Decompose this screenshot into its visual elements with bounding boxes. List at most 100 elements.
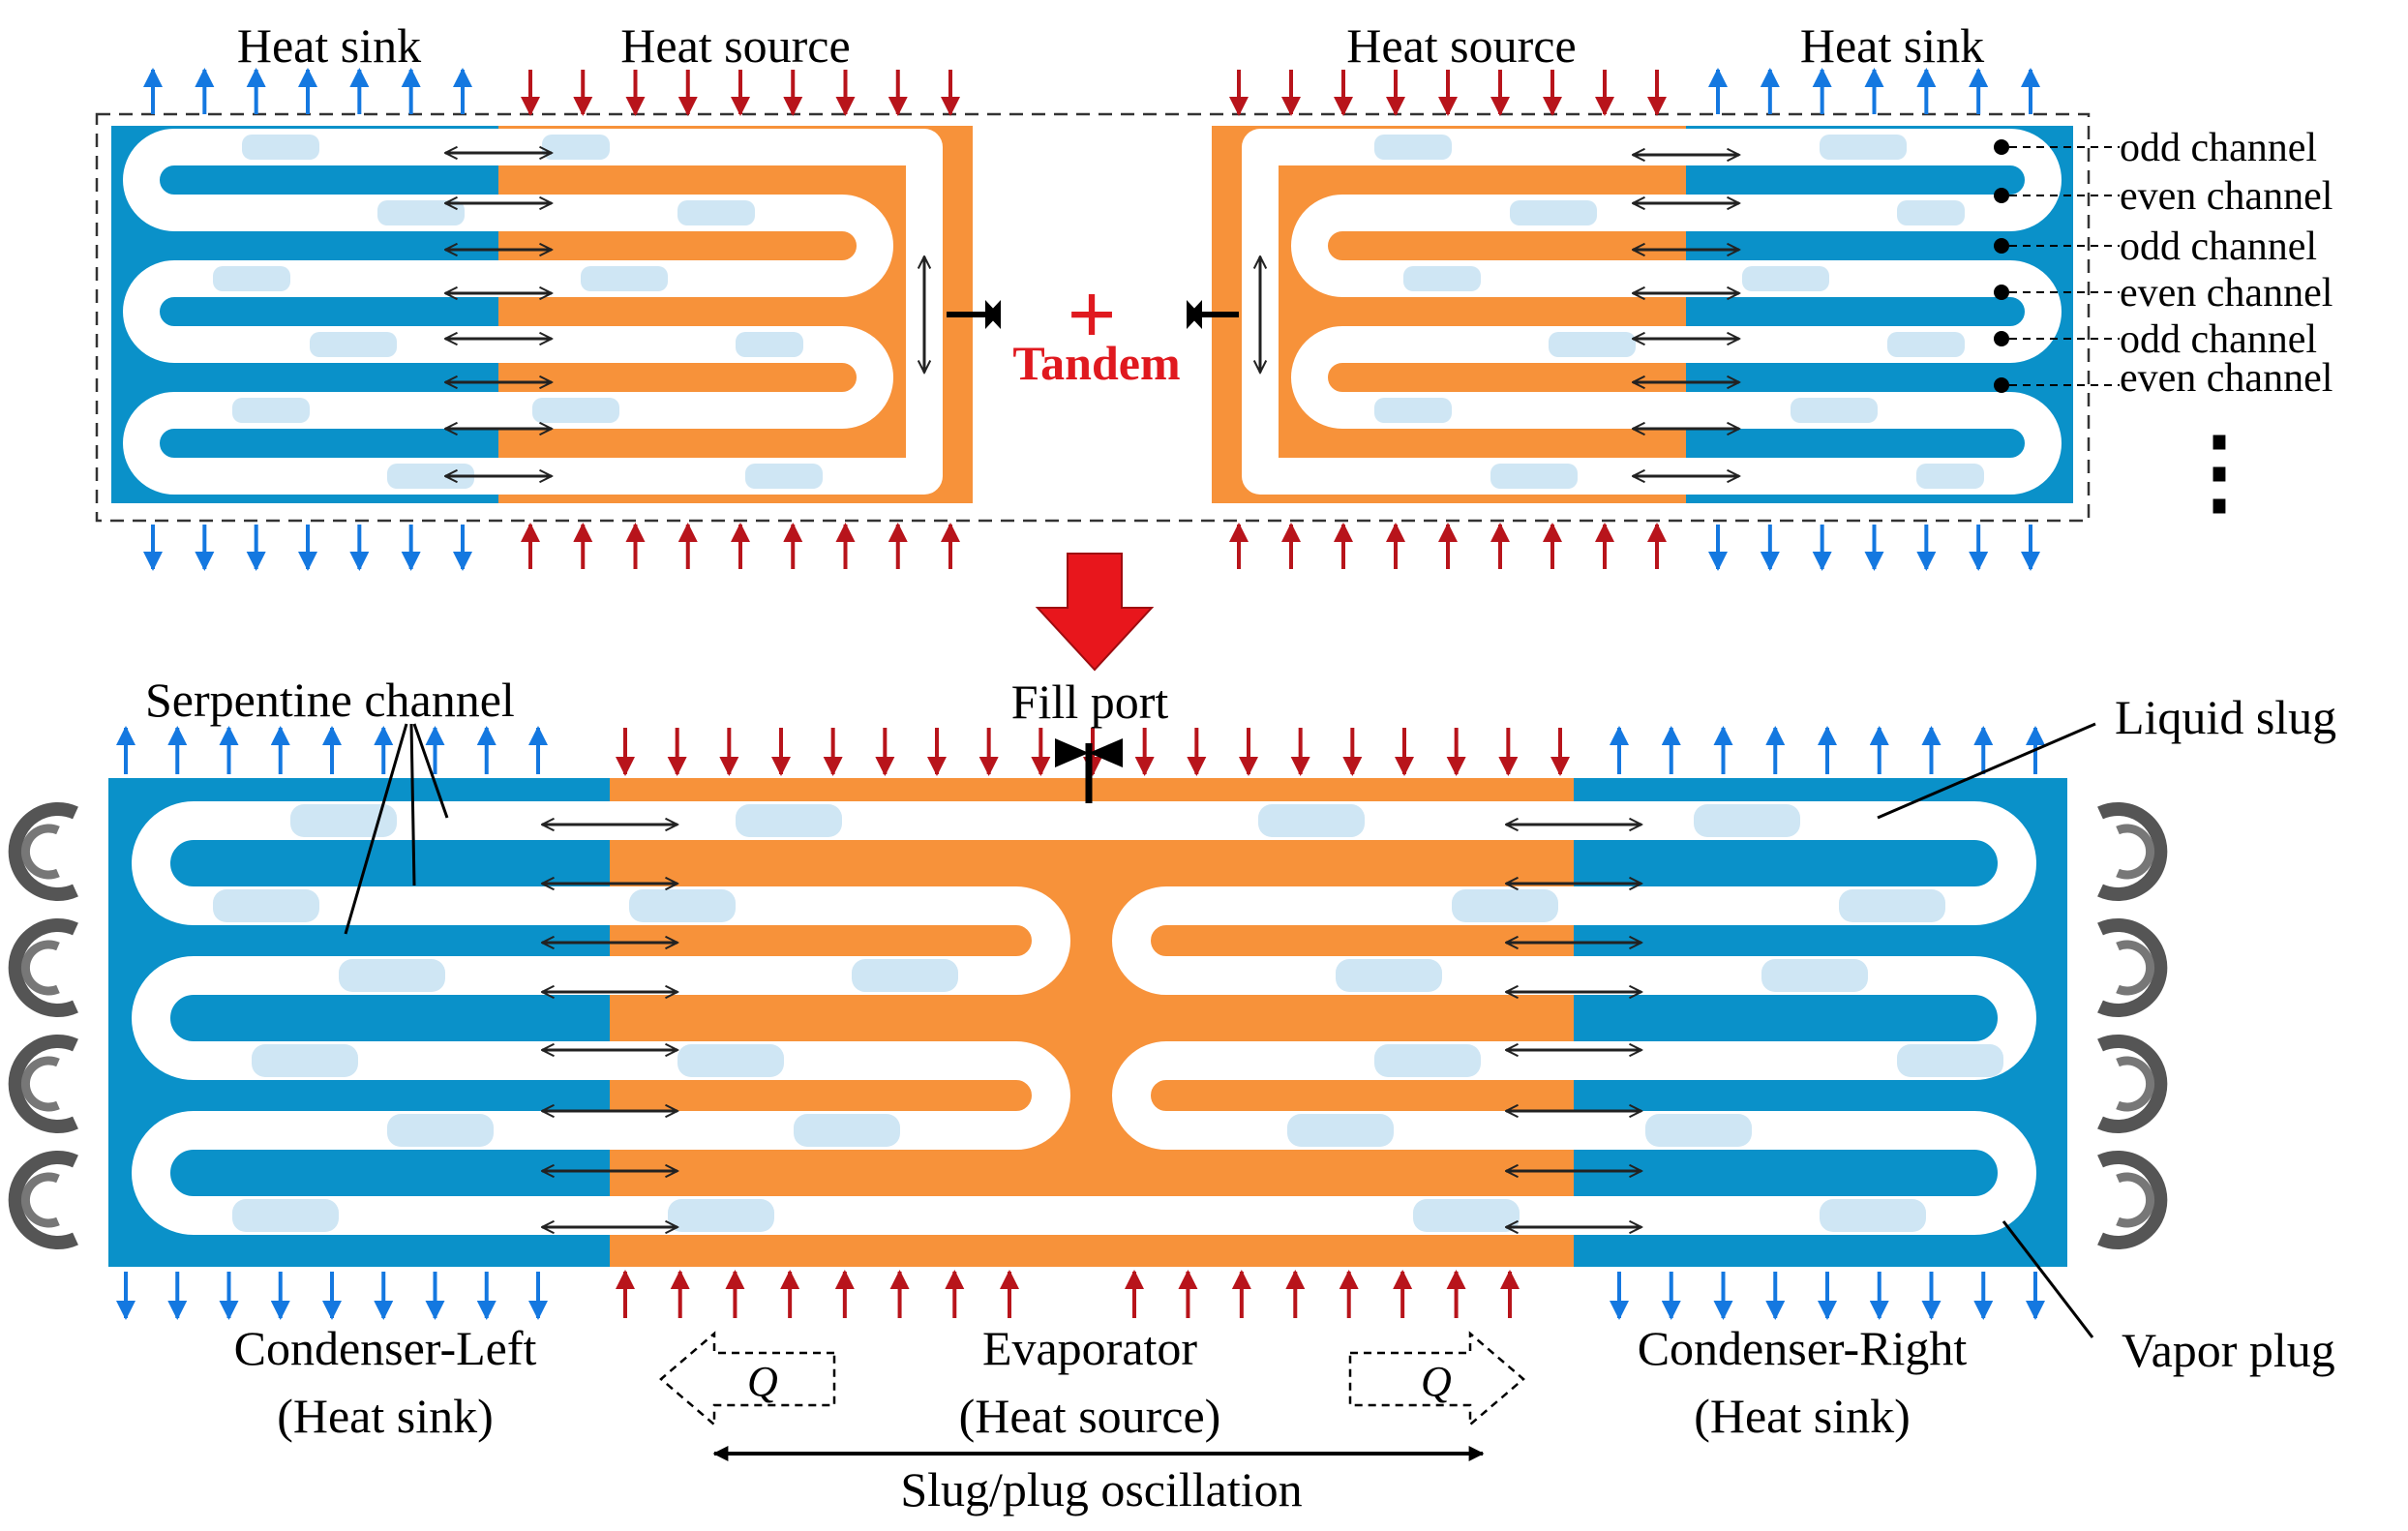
top-heat-flow-arrows [143, 68, 2040, 571]
right-connector-valve [1187, 300, 1239, 329]
liquid-slug [232, 398, 310, 423]
channel-label-even: even channel [2120, 356, 2333, 401]
liquid-slug [1413, 1199, 1520, 1232]
liquid-slug [852, 959, 958, 992]
channel-dot [1994, 188, 2009, 203]
evaporator-sublabel: (Heat source) [959, 1389, 1221, 1443]
cooling-swirl-icon [2116, 1172, 2155, 1228]
heat-flow-q-arrow-left [659, 1331, 836, 1427]
top-right-sink-region [1686, 126, 2073, 503]
channel-label-odd: odd channel [2120, 225, 2317, 269]
liquid-slug [581, 266, 668, 291]
condenser-left-region [108, 778, 610, 1267]
top-left-serpentine-channel [123, 129, 943, 495]
liquid-slug [1490, 464, 1578, 489]
liquid-slug [1887, 332, 1965, 357]
liquid-slug [1374, 1044, 1481, 1077]
cooling-swirl-icon [2097, 1151, 2168, 1249]
channel-leader-lines [2009, 146, 2120, 386]
cooling-swirl-icon [2097, 918, 2168, 1017]
channel-dot [1994, 139, 2009, 155]
liquid-slug [1374, 135, 1452, 160]
top-junction-arrows [445, 153, 1739, 476]
channel-label-even: even channel [2120, 174, 2333, 219]
liquid-slug [1839, 889, 1945, 922]
liquid-slug [542, 135, 610, 160]
channel-label-even: even channel [2120, 271, 2333, 315]
liquid-slug [1374, 398, 1452, 423]
liquid-slug [1897, 1044, 2003, 1077]
top-dashed-frame [95, 112, 2091, 523]
liquid-slug [1791, 398, 1878, 423]
liquid-slug [1916, 464, 1984, 489]
liquid-slug [736, 804, 842, 837]
side-cooling-icons [8, 802, 2168, 1249]
liquid-slug [1694, 804, 1800, 837]
tandem-label: Tandem [1012, 336, 1180, 390]
liquid-slug [1897, 200, 1965, 225]
liquid-slug [794, 1114, 900, 1147]
oscillation-label: Slug/plug oscillation [900, 1462, 1302, 1516]
vapor-plug-label: Vapor plug [2122, 1323, 2335, 1377]
cooling-swirl-icon [2116, 1056, 2155, 1112]
serpentine-channel-label: Serpentine channel [145, 673, 515, 727]
cooling-swirl-icon [20, 1056, 60, 1112]
channel-dot [1994, 238, 2009, 254]
bottom-panel: Serpentine channel Fill port Liquid slug… [8, 673, 2336, 1516]
liquid-slug [629, 889, 736, 922]
annotation-leader-lines [344, 722, 2096, 1338]
cooling-swirl-icon [8, 802, 78, 901]
evaporator-region [610, 778, 1574, 1267]
top-right-heat-sink-label: Heat sink [1800, 18, 1984, 73]
liquid-slug [213, 889, 319, 922]
heat-flow-q-arrow-right [1348, 1331, 1525, 1427]
fill-port-label: Fill port [1011, 675, 1169, 729]
evaporator-label: Evaporator [982, 1321, 1197, 1375]
liquid-slug [387, 1114, 494, 1147]
liquid-slug [242, 135, 319, 160]
condenser-right-label: Condenser-Right [1638, 1321, 1968, 1375]
channel-label-odd: odd channel [2120, 126, 2317, 170]
cooling-swirl-icon [8, 1035, 78, 1133]
liquid-slug [1403, 266, 1481, 291]
more-channels-ellipsis: ⋮ [2173, 420, 2266, 524]
liquid-slug [532, 398, 619, 423]
top-right-heat-source-label: Heat source [1346, 18, 1576, 73]
q-symbol-right: Q [1421, 1358, 1452, 1405]
top-right-plate [1212, 126, 2120, 503]
channel-dot [1994, 377, 2009, 393]
liquid-slug [252, 1044, 358, 1077]
cooling-swirl-icon [2097, 1035, 2168, 1133]
liquid-slug [1742, 266, 1829, 291]
top-left-source-region [498, 126, 973, 503]
liquid-slug [677, 1044, 784, 1077]
liquid-slug [290, 804, 397, 837]
cooling-swirl-icon [20, 824, 60, 880]
cooling-swirl-icon [20, 940, 60, 996]
liquid-slug [1820, 135, 1907, 160]
cooling-swirl-icon [2097, 802, 2168, 901]
liquid-slug [1761, 959, 1868, 992]
liquid-slug [1549, 332, 1636, 357]
liquid-slug [232, 1199, 339, 1232]
liquid-slug [1452, 889, 1558, 922]
channel-dot [1994, 331, 2009, 346]
top-right-serpentine-channel [1242, 129, 2062, 495]
fill-port-valve [1055, 738, 1123, 803]
liquid-slug [377, 200, 465, 225]
transition-arrow [1035, 553, 1155, 672]
liquid-slug-label: Liquid slug [2115, 690, 2336, 744]
bottom-junction-arrows [542, 825, 1641, 1227]
cooling-swirl-icon [20, 1172, 60, 1228]
left-connector-valve [947, 300, 1001, 329]
cooling-swirl-icon [2116, 940, 2155, 996]
bottom-left-serpentine-channel [132, 801, 1094, 1235]
cooling-swirl-icon [8, 1151, 78, 1249]
condenser-left-label: Condenser-Left [234, 1321, 537, 1375]
liquid-slug [310, 332, 397, 357]
liquid-slug [1510, 200, 1597, 225]
cooling-swirl-icon [8, 918, 78, 1017]
liquid-slug [1258, 804, 1365, 837]
liquid-slug [1820, 1199, 1926, 1232]
